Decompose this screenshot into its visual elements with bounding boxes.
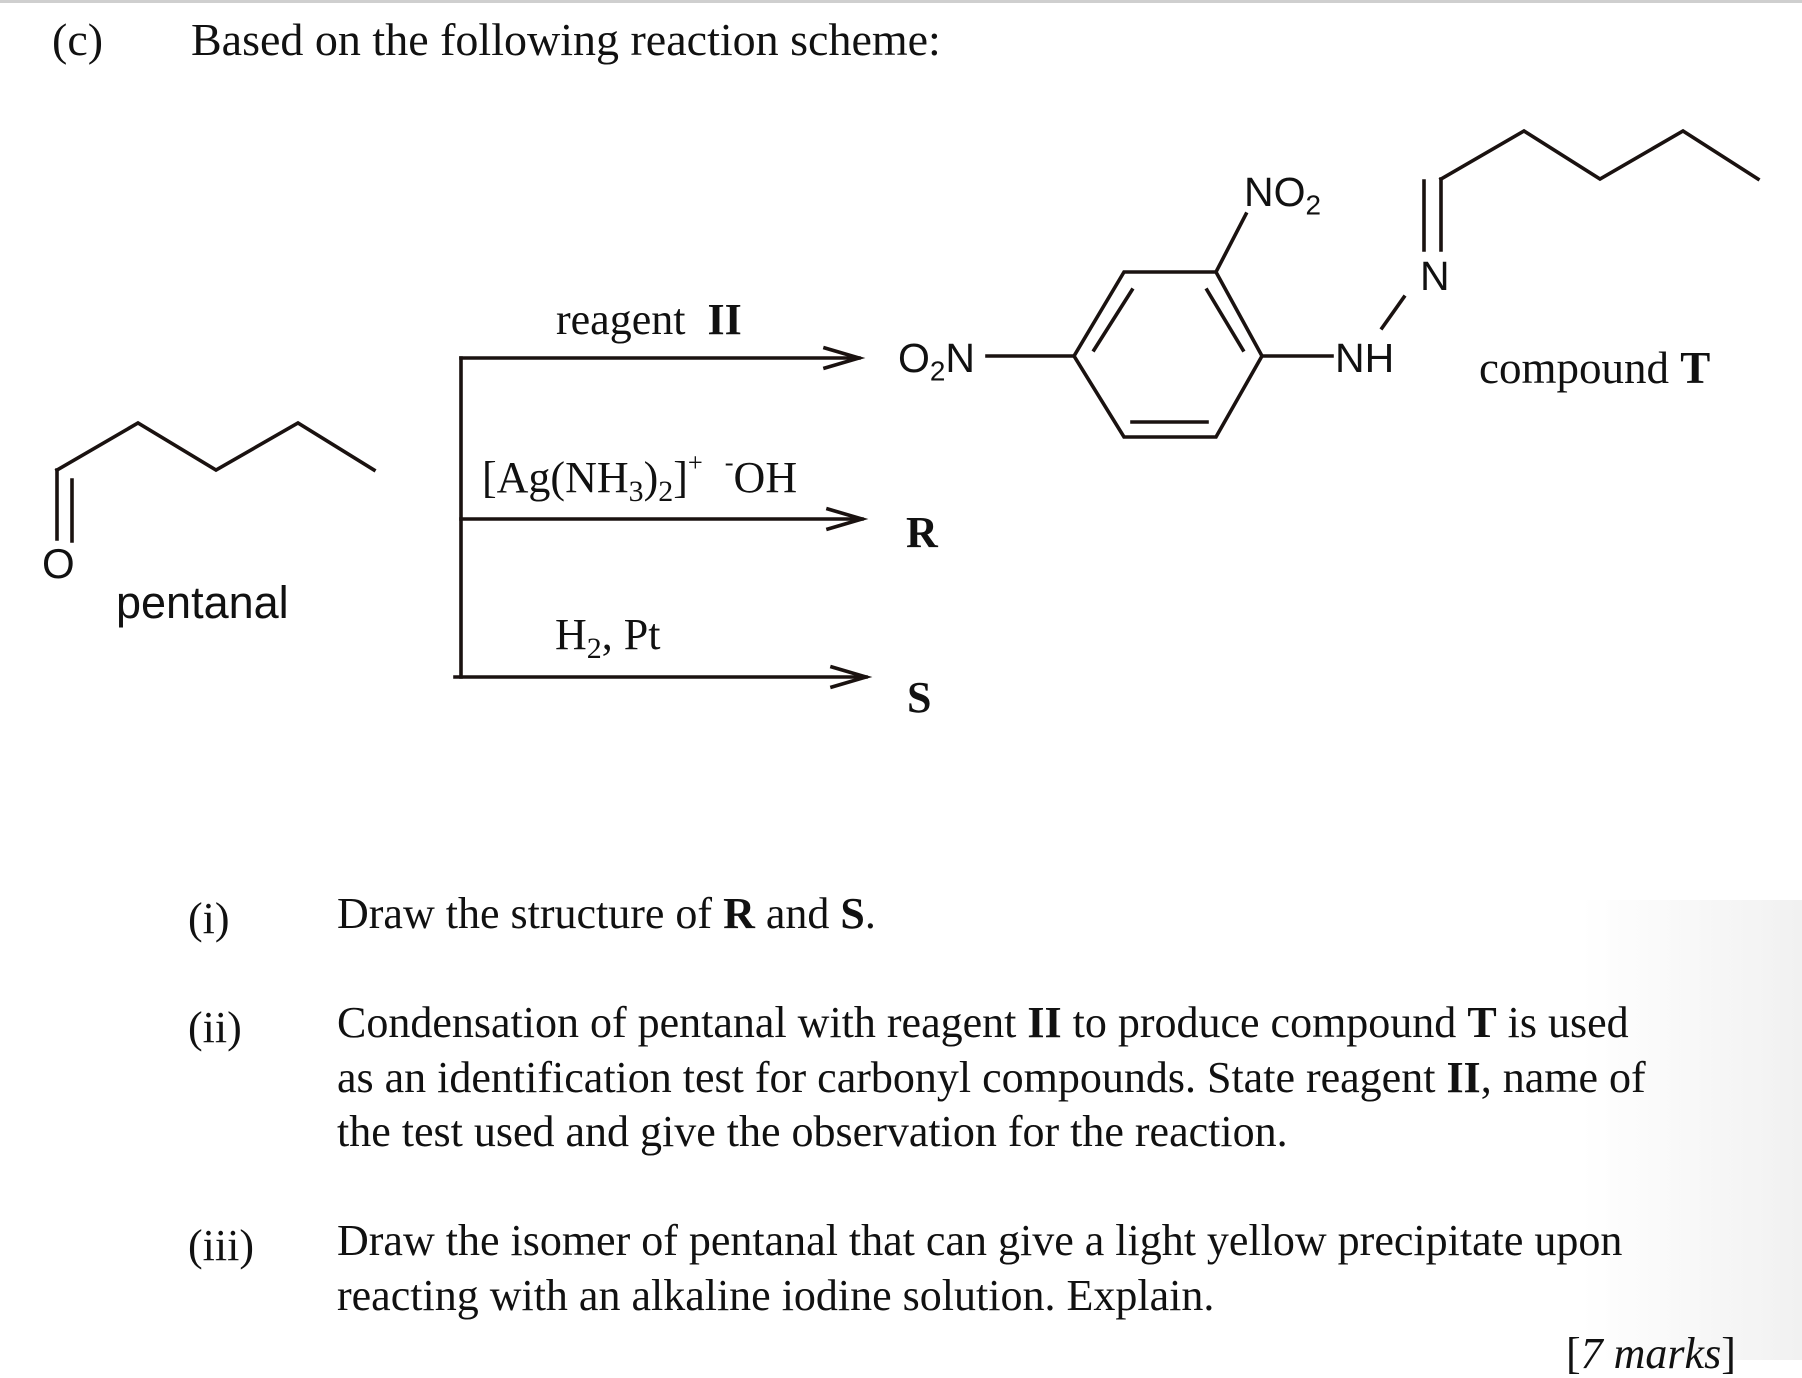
no2-group: NO2 (1244, 172, 1321, 219)
part-iii-text: Draw the isomer of pentanal that can giv… (337, 1214, 1622, 1323)
o2n-sub: 2 (929, 355, 946, 387)
bold-run: II (1446, 1052, 1481, 1102)
part-ii-line: as an identification test for carbonyl c… (337, 1051, 1646, 1106)
part-iii-line: reacting with an alkaline iodine solutio… (337, 1269, 1622, 1324)
ring-inner-bond-2 (1204, 287, 1246, 353)
reaction-arrows (453, 345, 873, 690)
question-label: (c) (52, 14, 104, 65)
nh-group: NH (1335, 335, 1395, 381)
tollens-sub-3: 3 (628, 475, 644, 509)
reactant-name: pentanal (116, 577, 289, 628)
part-ii-label: (ii) (188, 1003, 242, 1052)
text-run: as an identification test for carbonyl c… (337, 1052, 1447, 1102)
tollens-reagent-label: [Ag(NH3)2]+ -OH (482, 449, 797, 507)
bold-run: R (723, 889, 755, 938)
product-r: R (906, 508, 938, 557)
tollens-paren: ) (643, 453, 659, 503)
arrow-1-head (822, 345, 866, 371)
question-intro: Based on the following reaction scheme: (191, 14, 941, 65)
marks-close: ] (1721, 1329, 1736, 1378)
o2n-n: N (945, 335, 976, 381)
text-run: reacting with an alkaline iodine solutio… (337, 1270, 1215, 1320)
benzene-ring (1071, 270, 1265, 439)
no2-bond (1213, 211, 1249, 275)
text-run: and (754, 889, 841, 938)
hydroxide: OH (733, 453, 798, 503)
no2-sub: 2 (1305, 189, 1322, 221)
reagent-numeral: II (707, 295, 742, 344)
part-i-line: Draw the structure of R and S. (337, 887, 876, 942)
part-ii-text: Condensation of pentanal with reagent II… (337, 996, 1646, 1160)
tollens-sub-2: 2 (658, 475, 674, 509)
hydroxide-charge-minus: - (724, 447, 734, 477)
bold-run: S (840, 889, 865, 938)
marks-open: [ (1566, 1329, 1581, 1378)
hydrogenation-label: H2, Pt (555, 613, 660, 664)
arrow-2-head (825, 506, 869, 532)
bold-run: T (1467, 998, 1497, 1047)
part-i-text: Draw the structure of R and S. (337, 887, 876, 942)
marks-allocation: [7 marks] (1566, 1332, 1736, 1376)
page-top-border (0, 0, 1802, 3)
tollens-charge-plus: + (687, 447, 703, 477)
compound-letter: T (1680, 343, 1711, 393)
text-run: to produce compound (1061, 998, 1468, 1047)
reaction-scheme-drawing (54, 128, 1761, 690)
page-shadow (1582, 900, 1802, 1360)
reagent-ii-label: reagent II (556, 298, 742, 342)
arrow-3-head (829, 664, 873, 690)
hydrogen: H (555, 610, 587, 659)
o2n-o: O (898, 335, 930, 381)
n-n-bond (1379, 294, 1407, 331)
marks-value: 7 marks (1580, 1329, 1722, 1378)
reagent-text: reagent (556, 295, 686, 344)
part-ii-line: Condensation of pentanal with reagent II… (337, 996, 1646, 1051)
pentanal-chain (54, 420, 377, 473)
compound-t-label: compound T (1479, 346, 1710, 391)
text-run: the test used and give the observation f… (337, 1107, 1288, 1156)
text-run: Draw the isomer of pentanal that can giv… (337, 1216, 1623, 1265)
o2n-group: O2N (898, 338, 975, 385)
carbonyl-oxygen-label: O (42, 540, 75, 587)
product-s: S (907, 673, 932, 722)
alkyl-chain (1438, 128, 1761, 182)
tollens-main: [Ag(NH (482, 453, 629, 503)
text-run: . (864, 889, 876, 938)
part-i-label: (i) (188, 894, 230, 943)
text-run: Draw the structure of (337, 889, 724, 938)
compound-t-structure (985, 128, 1761, 439)
text-run: Condensation of pentanal with reagent (337, 998, 1028, 1047)
text-run: is used (1496, 998, 1629, 1047)
compound-text: compound (1479, 343, 1669, 393)
part-iii-line: Draw the isomer of pentanal that can giv… (337, 1214, 1622, 1269)
no2-text: NO (1244, 169, 1306, 215)
part-iii-label: (iii) (188, 1221, 254, 1270)
platinum-catalyst: , Pt (601, 610, 661, 659)
bold-run: II (1027, 998, 1062, 1047)
imine-nitrogen: N (1420, 253, 1450, 299)
hydrogen-sub: 2 (586, 631, 602, 665)
text-run: , name of (1480, 1052, 1646, 1102)
ring-inner-bond-1 (1091, 287, 1135, 353)
pentanal-structure (54, 420, 377, 543)
part-ii-line: the test used and give the observation f… (337, 1105, 1646, 1160)
tollens-bracket: ] (673, 453, 688, 503)
